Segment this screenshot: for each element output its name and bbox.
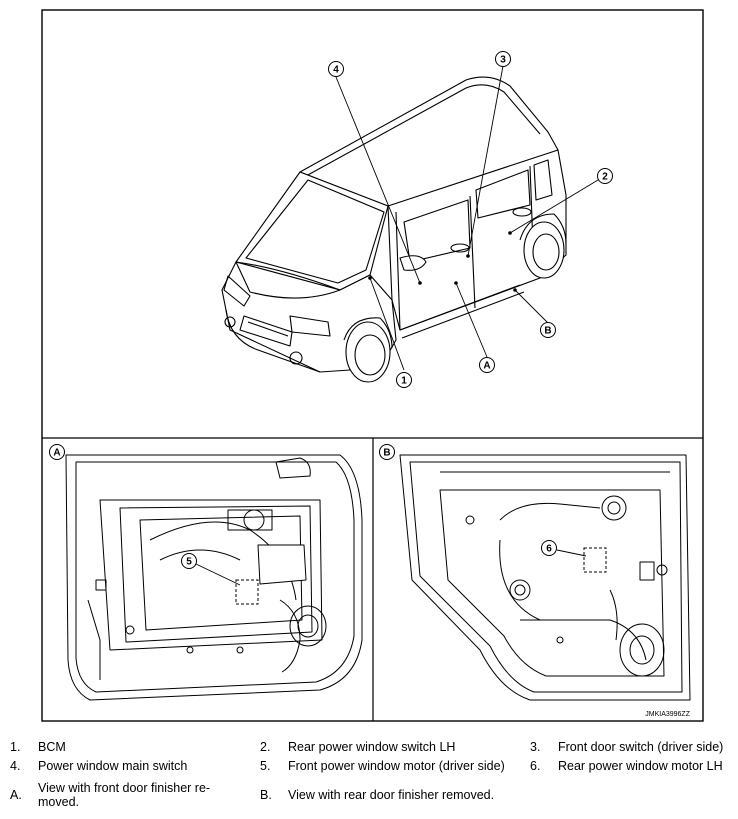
legend-item-5: 5. Front power window motor (driver side… [250, 759, 505, 773]
vehicle-illustration [221, 76, 567, 383]
legend-num: 1. [10, 740, 21, 754]
legend-item-b: B. View with rear door finisher removed. [250, 788, 494, 802]
legend-num: 4. [10, 759, 21, 773]
legend-item-6: 6. Rear power window motor LH [520, 759, 723, 773]
highlight-box-6 [583, 547, 607, 573]
legend-num: A. [10, 788, 22, 802]
legend-num: 2. [260, 740, 271, 754]
highlight-box-5 [235, 579, 259, 605]
legend-num: 6. [530, 759, 541, 773]
view-marker-a-panel: A [49, 444, 65, 460]
panel-b-rear-door [399, 454, 691, 701]
callout-2: 2 [597, 168, 613, 184]
legend-text: Power window main switch [38, 759, 188, 773]
legend-item-3: 3. Front door switch (driver side) [520, 740, 723, 754]
view-marker-b-panel: B [379, 444, 395, 460]
legend-text: Rear power window switch LH [288, 740, 456, 754]
image-code: JMKIA3996ZZ [645, 711, 690, 718]
legend-text: Rear power window motor LH [558, 759, 723, 773]
legend-item-4: 4. Power window main switch [0, 759, 187, 773]
legend-text: Front door switch (driver side) [558, 740, 724, 754]
callout-3: 3 [495, 51, 511, 67]
legend: 1. BCM 2. Rear power window switch LH 3.… [0, 736, 738, 816]
leader-dots [368, 231, 517, 292]
svg-text:A: A [53, 448, 60, 459]
leader-line-5 [195, 563, 241, 586]
view-marker-b-top: B [540, 322, 556, 338]
svg-text:B: B [544, 326, 551, 337]
svg-text:B: B [383, 448, 390, 459]
location-diagram: 4 3 2 1 A B [41, 9, 704, 722]
callout-1: 1 [396, 372, 412, 388]
svg-text:4: 4 [333, 65, 339, 76]
svg-text:6: 6 [546, 544, 552, 555]
leader-line-6 [556, 549, 587, 557]
callout-6: 6 [541, 540, 557, 556]
legend-item-1: 1. BCM [0, 740, 66, 754]
legend-num: 5. [260, 759, 271, 773]
svg-text:3: 3 [500, 55, 506, 66]
svg-text:2: 2 [602, 172, 608, 183]
legend-text: BCM [38, 740, 66, 754]
panel-a-front-door [65, 454, 363, 701]
legend-num: B. [260, 788, 272, 802]
callout-5: 5 [181, 553, 197, 569]
legend-num: 3. [530, 740, 541, 754]
legend-item-2: 2. Rear power window switch LH [250, 740, 455, 754]
legend-item-a: A. View with front door finisher re-move… [0, 781, 224, 809]
leader-lines-top [335, 65, 599, 371]
view-marker-a-top: A [479, 357, 495, 373]
callout-4: 4 [328, 61, 344, 77]
legend-text: View with rear door finisher removed. [288, 788, 495, 802]
legend-text: Front power window motor (driver side) [288, 759, 505, 773]
svg-text:5: 5 [186, 557, 192, 568]
svg-text:A: A [483, 361, 490, 372]
legend-text: View with front door finisher re-moved. [38, 781, 211, 809]
svg-text:1: 1 [401, 376, 407, 387]
